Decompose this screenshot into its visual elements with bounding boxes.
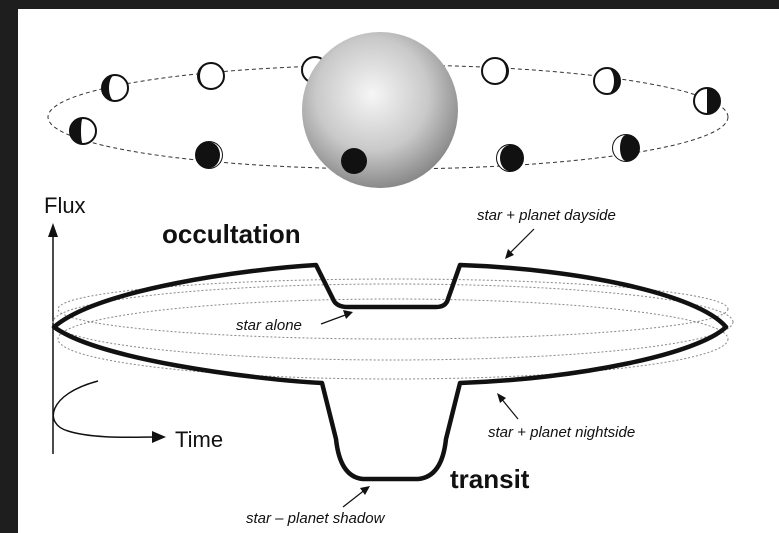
star-alone-pointer-head <box>343 310 353 319</box>
baseline-ellipse-mid <box>52 283 734 361</box>
nightside-pointer-head <box>497 393 506 403</box>
baseline-ellipse-top <box>57 278 729 340</box>
nightside-pointer <box>499 396 519 420</box>
star-alone-annotation: star alone <box>236 317 302 334</box>
planet-transiting <box>341 148 367 174</box>
time-rotation-arrow <box>52 380 157 438</box>
phase-curve-diagram: Flux Time occultation transit star + pla… <box>44 32 734 527</box>
phase-curve <box>51 262 729 482</box>
planet-top-right-1 <box>481 57 509 85</box>
shadow-pointer <box>342 488 367 508</box>
dayside-pointer <box>507 228 535 256</box>
time-arrowhead <box>152 431 166 443</box>
host-star <box>302 32 458 188</box>
planet-bottom-right-2 <box>612 134 640 162</box>
diagram-canvas: Flux Time occultation transit star + pla… <box>18 9 779 533</box>
time-axis-label: Time <box>175 427 223 452</box>
planet-top-right-2 <box>593 67 621 95</box>
planet-top-left-1 <box>197 62 225 90</box>
shadow-annotation: star – planet shadow <box>246 510 386 527</box>
transit-label: transit <box>450 464 530 494</box>
baseline-ellipse-bottom <box>57 298 729 380</box>
planet-left-edge <box>69 117 97 145</box>
dayside-pointer-head <box>505 249 514 259</box>
planet-bottom-left <box>195 141 223 169</box>
shadow-pointer-head <box>360 486 370 495</box>
nightside-annotation: star + planet nightside <box>488 424 635 441</box>
flux-axis-label: Flux <box>44 193 86 218</box>
occultation-label: occultation <box>162 219 301 249</box>
planet-right-edge <box>693 87 721 115</box>
dayside-annotation: star + planet dayside <box>477 207 616 224</box>
star-alone-pointer <box>320 313 349 325</box>
planet-top-left-2 <box>101 74 129 102</box>
flux-axis-arrowhead <box>48 223 58 237</box>
planet-bottom-right-1 <box>496 144 524 172</box>
